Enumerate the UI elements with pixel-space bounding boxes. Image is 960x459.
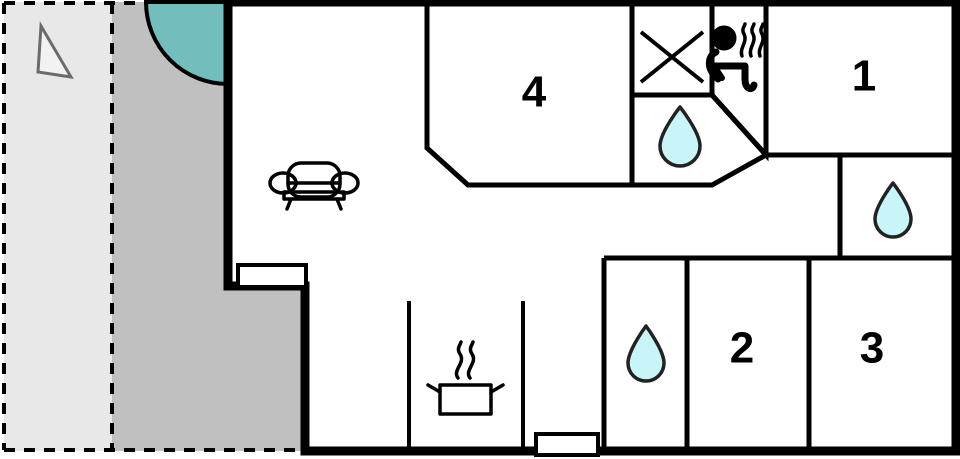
room-1-outline [763, 4, 956, 158]
room-numbers: 4 1 2 3 [522, 52, 884, 373]
dark-terrace-area [112, 2, 305, 451]
triangular-shade-sail [36, 21, 74, 79]
water-drop-icon-2 [873, 181, 913, 239]
room-number-1: 1 [852, 52, 876, 101]
room-number-2: 2 [730, 324, 754, 373]
building-outer-walls [223, 0, 960, 456]
light-terrace-area [4, 2, 112, 451]
bottom-right-block-outline [601, 255, 956, 447]
interior-partitions [407, 301, 525, 447]
openings [236, 263, 600, 457]
room-number-4: 4 [522, 68, 547, 117]
room-number-3: 3 [860, 324, 884, 373]
crossed-out-room-icon [639, 30, 705, 84]
property-boundary [2, 1, 305, 452]
interior-room-walls [424, 4, 956, 447]
water-drop-icon-3 [626, 324, 666, 383]
building-interior [228, 2, 956, 451]
sauna-icon [705, 22, 765, 93]
door-bottom-center [534, 432, 600, 457]
bathroom-1-outline [629, 92, 770, 188]
water-drop-icon-1 [658, 105, 702, 168]
outdoor-areas [2, 1, 305, 452]
window-left-jog [236, 263, 308, 289]
cooking-pot-icon [426, 340, 505, 416]
sofa-icon [268, 161, 360, 211]
corner-pool [143, 0, 230, 87]
